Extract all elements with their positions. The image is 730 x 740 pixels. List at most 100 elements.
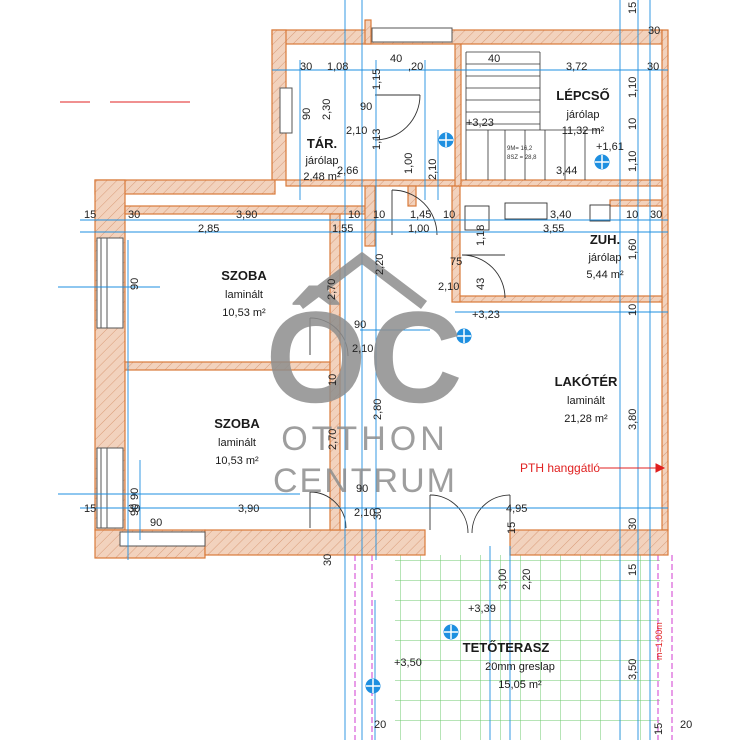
room-name-lakoter: LAKÓTÉR <box>555 374 618 389</box>
dimension-lines <box>58 0 668 740</box>
dim-label: 2,85 <box>198 223 219 235</box>
dim-label: 10 <box>327 374 339 386</box>
dim-label: 90 <box>129 278 141 290</box>
dim-label: 1,18 <box>475 225 487 246</box>
elevation-label: +3,23 <box>466 117 494 129</box>
stair-note: 9M= 16,2 <box>507 146 533 152</box>
room-name-szoba-1: SZOBA <box>221 268 267 283</box>
dim-label: 3,44 <box>556 165 577 177</box>
dim-label: 3,50 <box>627 659 639 680</box>
room-floor-tar: járólap <box>304 155 338 167</box>
dim-label: 2,20 <box>521 569 533 590</box>
dim-label: 30 <box>128 503 140 515</box>
dim-label: 30 <box>648 25 660 37</box>
dim-label: 1,15 <box>371 69 383 90</box>
dim-label: 4,95 <box>506 503 527 515</box>
dim-label: 3,80 <box>627 409 639 430</box>
dim-label: 40 <box>488 53 500 65</box>
room-area-szoba-1: 10,53 m² <box>222 307 266 319</box>
dim-label: 3,55 <box>543 223 564 235</box>
room-name-lepcso: LÉPCSŐ <box>556 88 609 103</box>
dim-label: 30 <box>650 209 662 221</box>
bathroom-fixtures <box>464 202 611 231</box>
room-floor-zuh: járólap <box>587 252 621 264</box>
dim-label: 20 <box>680 719 692 731</box>
dim-label: 90 <box>360 101 372 113</box>
room-labels: LÉPCSŐ járólap 11,32 m² TÁR. járólap 2,4… <box>214 88 624 691</box>
stairs <box>465 51 600 180</box>
dim-label: 75 <box>450 256 462 268</box>
windows <box>96 27 453 547</box>
room-area-szoba-2: 10,53 m² <box>215 455 259 467</box>
dim-label: 10 <box>626 209 638 221</box>
dim-label: 20 <box>374 719 386 731</box>
dim-label: 1,00 <box>403 153 415 174</box>
dim-label: 2,10 <box>354 507 375 519</box>
doors <box>309 94 511 534</box>
dim-label: 1,55 <box>332 223 353 235</box>
dim-label: 3,00 <box>497 569 509 590</box>
magenta-lines <box>354 555 673 740</box>
room-name-tetoterasz: TETŐTERASZ <box>463 640 550 655</box>
elevation-label: +1,61 <box>596 141 624 153</box>
dim-label: 90 <box>129 488 141 500</box>
dimension-texts: 30 1,08 40 ,20 40 3,72 30 1,15 90 2,10 1… <box>84 2 692 735</box>
dim-label: 2,10 <box>352 343 373 355</box>
elevation-label: +3,39 <box>468 603 496 615</box>
room-area-tar: 2,48 m² <box>303 171 341 183</box>
dim-label: 15 <box>627 564 639 576</box>
dim-label: 15 <box>84 209 96 221</box>
elevation-label: +3,50 <box>394 657 422 669</box>
dim-label: 1,08 <box>327 61 348 73</box>
dim-label: 2,66 <box>337 165 358 177</box>
dim-label: 10 <box>627 304 639 316</box>
roof-note: m=1,00m <box>654 622 664 660</box>
watermark-line1: OTTHON <box>281 420 449 458</box>
room-floor-tetoterasz: 20mm greslap <box>485 661 555 673</box>
dim-label: 2,10 <box>346 125 367 137</box>
dim-label: 2,30 <box>321 99 333 120</box>
dim-label: ,20 <box>408 61 423 73</box>
dim-label: 10 <box>627 118 639 130</box>
dim-label: 90 <box>356 483 368 495</box>
dim-label: 15 <box>627 2 639 14</box>
room-floor-szoba-1: laminált <box>225 289 263 301</box>
dim-label: 30 <box>647 61 659 73</box>
dim-label: 10 <box>348 209 360 221</box>
dim-label: 1,60 <box>627 239 639 260</box>
dim-label: 2,20 <box>374 254 386 275</box>
dim-label: 2,70 <box>326 279 338 300</box>
dim-label: 1,45 <box>410 209 431 221</box>
dim-label: 30 <box>128 209 140 221</box>
dim-label: 2,70 <box>327 429 339 450</box>
elevation-label: +3,23 <box>472 309 500 321</box>
watermark-mark: ÔC <box>266 284 465 430</box>
room-floor-szoba-2: laminált <box>218 437 256 449</box>
red-marks <box>60 101 666 473</box>
dim-label: 43 <box>475 278 487 290</box>
dim-label: 3,90 <box>238 503 259 515</box>
dim-label: 15 <box>506 522 518 534</box>
dim-label: 90 <box>301 108 313 120</box>
room-floor-lakoter: laminált <box>567 395 605 407</box>
dim-label: 30 <box>372 508 384 520</box>
dim-label: 2,80 <box>372 399 384 420</box>
dim-label: 40 <box>390 53 402 65</box>
dim-label: 10 <box>443 209 455 221</box>
dim-label: 30 <box>627 518 639 530</box>
terrace-tiles <box>395 555 660 740</box>
dim-label: 15 <box>84 503 96 515</box>
dim-label: 90 <box>354 319 366 331</box>
dim-label: 30 <box>300 61 312 73</box>
dim-label: 2,10 <box>438 281 459 293</box>
room-name-zuh: ZUH. <box>590 232 620 247</box>
dim-label: 1,10 <box>627 151 639 172</box>
elevation-marker-cross <box>366 133 609 693</box>
room-area-tetoterasz: 15,05 m² <box>498 679 542 691</box>
dim-label: 3,72 <box>566 61 587 73</box>
room-area-lepcso: 11,32 m² <box>562 125 605 137</box>
annotations: PTH hanggátló +3,23 +3,23 +1,61 +3,39 +3… <box>394 117 664 669</box>
dim-label: 2,10 <box>427 159 439 180</box>
dim-label: 1,00 <box>408 223 429 235</box>
room-area-zuh: 5,44 m² <box>586 269 624 281</box>
